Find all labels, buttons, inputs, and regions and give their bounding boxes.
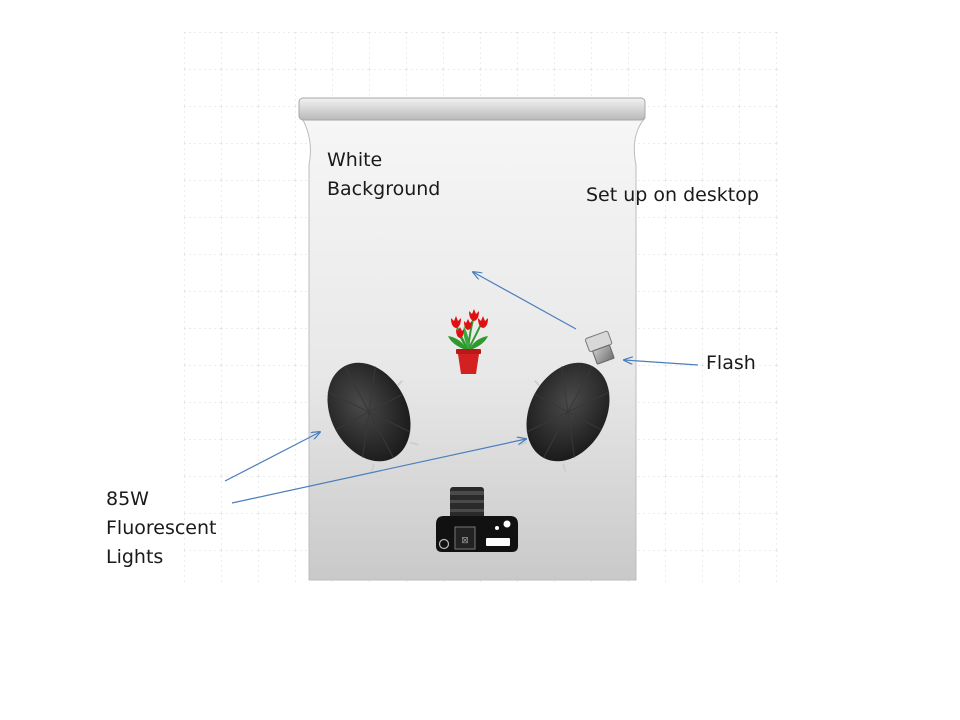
white-background-label-line1: White [327, 149, 383, 171]
flash-bounce-arrow [473, 272, 577, 330]
right-light-arrow [231, 439, 526, 504]
svg-text:⊠: ⊠ [461, 536, 469, 546]
lights-label-line2: Fluorescent [106, 517, 217, 539]
lights-label-line1: 85W [106, 488, 149, 510]
fluorescent-lights-label: 85W Fluorescent Lights [106, 485, 216, 572]
white-background-label: White Background [327, 146, 440, 204]
camera-icon: ⊠ [436, 487, 518, 552]
flash-label-arrow [624, 360, 699, 366]
flash-label: Flash [706, 352, 756, 374]
flash-unit-icon [584, 330, 615, 365]
left-light-arrow [224, 432, 320, 482]
backdrop-roll [298, 97, 646, 121]
lights-label-line3: Lights [106, 546, 164, 568]
flower-pot-icon [448, 309, 488, 374]
left-umbrella-light [327, 362, 419, 473]
setup-label: Set up on desktop [586, 184, 759, 206]
white-background-label-line2: Background [327, 178, 441, 200]
